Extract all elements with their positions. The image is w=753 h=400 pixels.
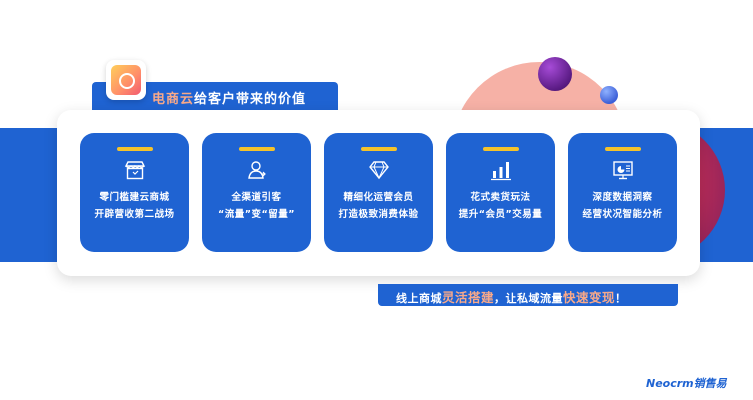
card-line2: “流量”变“留量” [218,209,295,220]
card-line1: 全渠道引客 [231,192,282,203]
card-accent-bar [483,147,519,151]
purple-ball-decoration [538,57,572,91]
ecommerce-cloud-icon [111,65,141,95]
slogan-highlight: 灵活搭建 [442,290,495,305]
title-highlight: 电商云 [152,92,195,107]
title-rest: 给客户带来的价值 [194,92,307,107]
slogan-tab [378,284,678,306]
diamond-icon [369,161,389,180]
card-line2: 打造极致消费体验 [338,209,419,220]
page-title: 电商云给客户带来的价值 [152,88,306,107]
bar-chart-icon [491,162,511,181]
app-logo [106,60,146,100]
value-card-mall: 零门槛建云商城 开辟营收第二战场 [80,133,189,252]
card-accent-bar [361,147,397,151]
card-accent-bar [605,147,641,151]
card-line1: 深度数据洞察 [592,192,653,203]
storefront-icon [124,161,146,180]
slogan-part: ！ [615,292,627,305]
value-card-traffic: 全渠道引客 “流量”变“留量” [202,133,311,252]
brand-logo: Neocrm销售易 [646,377,727,390]
value-card-insights: 深度数据洞察 经营状况智能分析 [568,133,677,252]
card-line1: 零门槛建云商城 [99,192,170,203]
card-line1: 花式卖货玩法 [470,192,531,203]
value-card-membership: 精细化运营会员 打造极致消费体验 [324,133,433,252]
card-line2: 提升“会员”交易量 [458,209,543,220]
blue-ball-decoration [600,86,618,104]
card-line2: 开辟营收第二战场 [94,209,175,220]
card-line1: 精细化运营会员 [343,192,414,203]
slogan-part: 线上商城 [396,292,442,305]
user-traffic-icon [248,161,266,179]
footer-slogan: 线上商城灵活搭建，让私域流量快速变现！ [396,287,627,306]
card-accent-bar [117,147,153,151]
card-line2: 经营状况智能分析 [582,209,663,220]
value-cards: 零门槛建云商城 开辟营收第二战场 全渠道引客 “流量”变“留量” 精细化运营会员… [80,133,680,253]
card-accent-bar [239,147,275,151]
value-card-sales: 花式卖货玩法 提升“会员”交易量 [446,133,555,252]
monitor-analytics-icon [613,161,633,180]
slogan-highlight: 快速变现 [563,290,616,305]
slogan-part: ，让私域流量 [494,292,564,305]
